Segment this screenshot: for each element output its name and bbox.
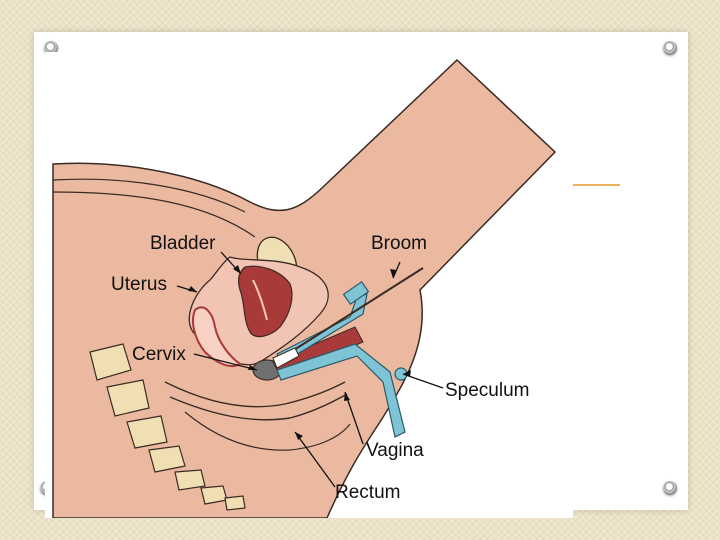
label-uterus: Uterus	[111, 274, 167, 295]
label-cervix: Cervix	[132, 344, 186, 365]
sacrum-bones	[89, 343, 246, 511]
uterus-cavity	[192, 306, 242, 368]
label-vagina: Vagina	[366, 440, 424, 461]
contour-line	[52, 178, 246, 213]
rectum-wall	[164, 381, 346, 408]
anatomy-figure: Bladder Uterus Cervix Broom Speculum Vag…	[45, 52, 573, 519]
rectum-wall	[169, 393, 348, 421]
label-broom: Broom	[371, 233, 427, 254]
pin-bottom-right-icon	[663, 481, 677, 495]
label-rectum: Rectum	[335, 482, 400, 503]
bladder-highlight	[252, 279, 268, 321]
pin-top-right-icon	[663, 41, 677, 55]
pin-top-left-icon	[44, 41, 58, 55]
bladder-shape	[238, 265, 293, 338]
leader-arrowheads	[188, 265, 411, 440]
rectum-curve	[184, 411, 351, 451]
broom-instrument	[272, 267, 424, 369]
label-speculum: Speculum	[445, 380, 530, 401]
label-bladder: Bladder	[150, 233, 216, 254]
contour-line	[52, 191, 256, 238]
pelvic-exam-diagram: Bladder Uterus Cervix Broom Speculum Vag…	[52, 58, 557, 519]
accent-line	[572, 184, 620, 186]
